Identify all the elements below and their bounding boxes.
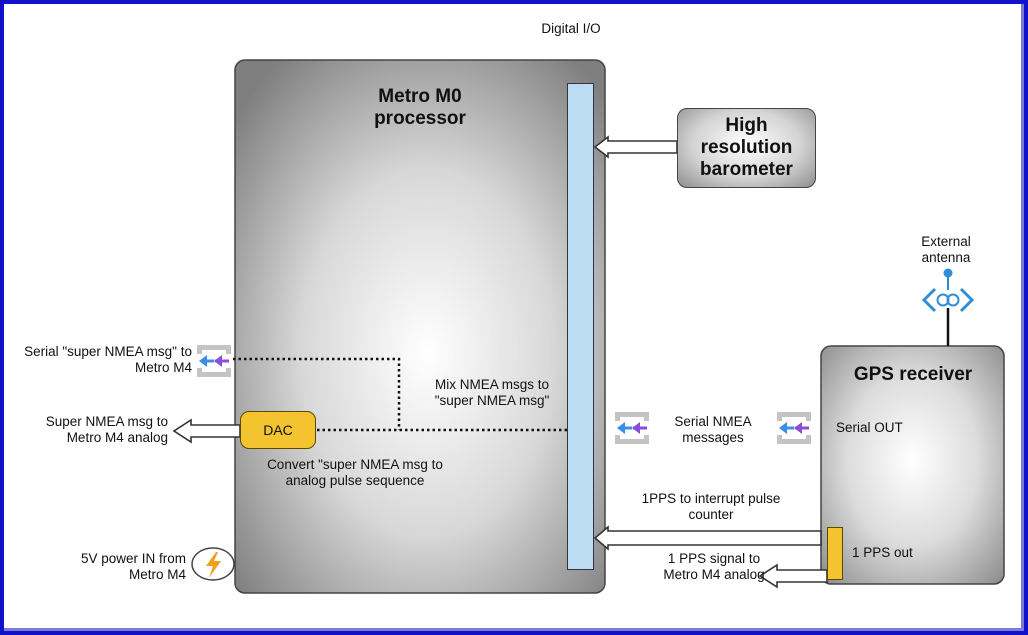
digital-io-label: Digital I/O [541, 21, 601, 36]
pps-interrupt-label: 1PPS to interrupt pulse counter [641, 491, 781, 522]
lightning-bolt-icon [191, 547, 235, 581]
serial-nmea-messages-label: Serial NMEA messages [674, 414, 752, 445]
serial-connector-icon [195, 343, 233, 379]
power-in-label: 5V power IN from Metro M4 [80, 551, 186, 582]
serial-route-line [233, 357, 401, 430]
convert-label: Convert "super NMEA msg to analog pulse … [267, 457, 443, 488]
digital-io-bar [567, 83, 594, 570]
processor-title: Metro M0 processor [374, 86, 466, 129]
super-nmea-analog-label: Super NMEA msg to Metro M4 analog [45, 414, 168, 445]
serial-connector-icon [775, 410, 813, 446]
dac-box: DAC [240, 411, 316, 449]
analog-out-arrow [172, 418, 241, 444]
pps-signal-arrow [758, 563, 828, 589]
serial-out-label: Serial OUT [836, 420, 903, 435]
barometer-box: High resolution barometer [677, 108, 816, 188]
serial-super-nmea-label: Serial "super NMEA msg" to Metro M4 [24, 344, 192, 375]
pps-out-pin [827, 527, 843, 580]
gps-title: GPS receiver [853, 364, 973, 385]
gps-receiver-box [820, 345, 1005, 585]
serial-connector-icon [613, 410, 651, 446]
pps-interrupt-arrow [593, 525, 822, 551]
pps-out-label: 1 PPS out [852, 545, 913, 560]
antenna-label: External antenna [921, 234, 971, 265]
barometer-label: High resolution barometer [700, 115, 793, 180]
antenna-icon [921, 268, 975, 346]
processor-box [234, 59, 606, 594]
barometer-arrow [593, 135, 678, 159]
dac-label: DAC [263, 422, 293, 438]
mix-label: Mix NMEA msgs to "super NMEA msg" [434, 377, 550, 408]
pps-signal-label: 1 PPS signal to Metro M4 analog [663, 551, 765, 582]
